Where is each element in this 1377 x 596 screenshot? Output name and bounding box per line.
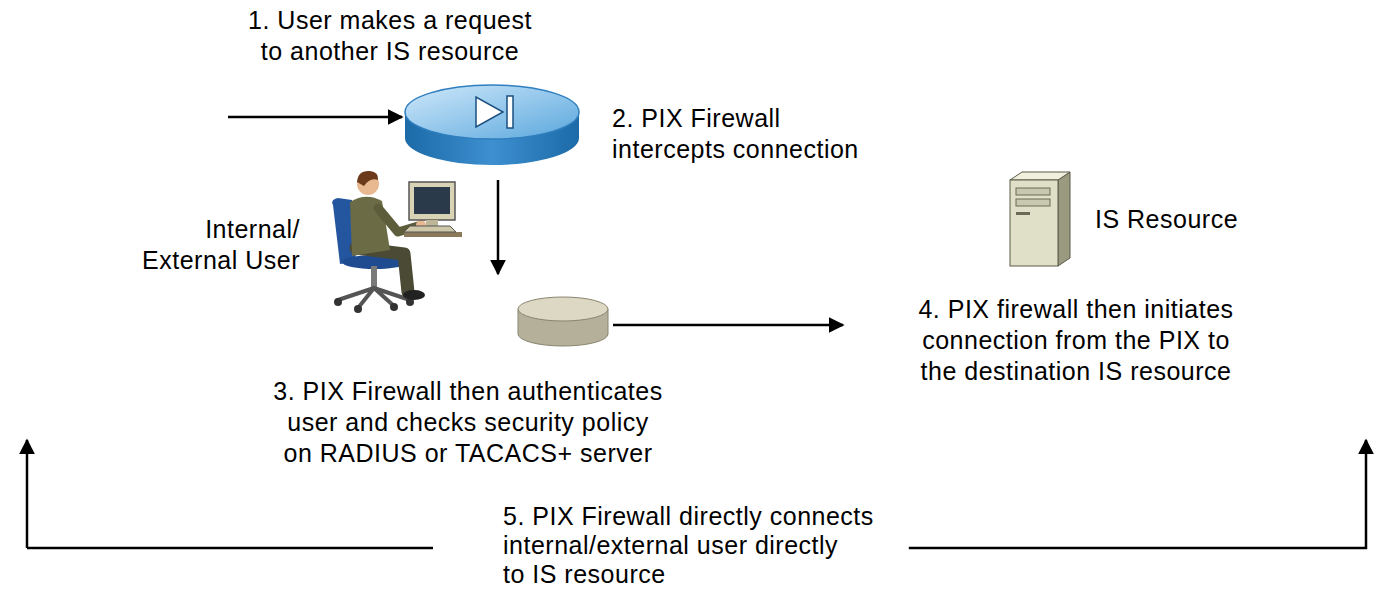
text-line: 3. PIX Firewall then authenticates bbox=[273, 376, 662, 407]
text-line: IS Resource bbox=[1095, 204, 1238, 235]
text-line: 4. PIX firewall then initiates bbox=[918, 294, 1233, 325]
user-figure-part bbox=[356, 248, 408, 292]
connector-arrow bbox=[613, 325, 843, 326]
user-figure bbox=[332, 171, 462, 313]
user-figure-part bbox=[338, 288, 410, 308]
user-figure-part bbox=[409, 182, 455, 220]
step-caption: 1. User makes a request to another IS re… bbox=[248, 5, 532, 67]
user-figure-part bbox=[357, 171, 378, 186]
step-caption: 3. PIX Firewall then authenticates user … bbox=[273, 376, 662, 469]
text-line: 1. User makes a request bbox=[248, 5, 532, 36]
text-line: intercepts connection bbox=[612, 134, 859, 165]
firewall-icon-part bbox=[476, 97, 503, 127]
firewall-node: 2. PIX Firewall intercepts connection bbox=[405, 85, 580, 165]
user-figure-part bbox=[403, 290, 425, 300]
step-caption: 4. PIX firewall then initiates connectio… bbox=[918, 294, 1233, 387]
server-tower-icon-part bbox=[1058, 172, 1070, 266]
text-line: on RADIUS or TACACS+ server bbox=[273, 438, 662, 469]
text-line: internal/external user directly bbox=[503, 531, 874, 560]
is-resource-node: IS Resource4. PIX firewall then initiate… bbox=[1008, 170, 1074, 268]
firewall-icon bbox=[405, 85, 579, 165]
user-node: Internal/ External User bbox=[325, 168, 465, 315]
text-line: 5. PIX Firewall directly connects bbox=[503, 502, 874, 531]
text-line: 2. PIX Firewall bbox=[612, 103, 859, 134]
server-tower-icon bbox=[1010, 172, 1070, 266]
connector-line bbox=[497, 180, 500, 274]
firewall-icon-part bbox=[405, 85, 579, 139]
server-tower-icon-part bbox=[1016, 199, 1050, 206]
text-line: user and checks security policy bbox=[273, 407, 662, 438]
user-figure-part bbox=[426, 220, 438, 226]
user-figure-part bbox=[414, 187, 450, 214]
connector-arrow bbox=[498, 180, 499, 274]
text-line: connection from the PIX to bbox=[918, 325, 1233, 356]
request-arrow-part bbox=[228, 116, 402, 119]
user-figure-part bbox=[404, 232, 462, 237]
connector-line bbox=[26, 440, 29, 548]
step-caption: 2. PIX Firewall intercepts connection bbox=[612, 103, 859, 165]
resource-caption: IS Resource bbox=[1095, 204, 1238, 235]
text-line: to IS resource bbox=[503, 560, 874, 589]
server-tower-icon-part bbox=[1016, 212, 1030, 215]
text-line: to another IS resource bbox=[248, 36, 532, 67]
aaa-server-icon bbox=[518, 297, 608, 346]
user-figure-part bbox=[334, 298, 342, 306]
server-tower-icon-part bbox=[1016, 188, 1050, 195]
aaa-server-icon-part bbox=[518, 297, 608, 321]
connector-label: 5. PIX Firewall directly connects intern… bbox=[503, 502, 874, 589]
text-line: Internal/ bbox=[142, 214, 300, 245]
text-line: the destination IS resource bbox=[918, 356, 1233, 387]
request-arrow bbox=[228, 117, 402, 118]
server-tower-icon-part bbox=[1010, 172, 1070, 180]
connector-line bbox=[909, 440, 1366, 548]
user-figure-part bbox=[404, 226, 456, 232]
user-figure-part bbox=[354, 305, 362, 313]
firewall-icon-part bbox=[507, 96, 513, 128]
text-line: External User bbox=[142, 245, 300, 276]
user-figure-part bbox=[371, 266, 377, 288]
user-figure-part bbox=[350, 197, 390, 256]
server-tower-icon-part bbox=[1010, 180, 1058, 266]
connector-line bbox=[27, 547, 433, 550]
connector-line bbox=[613, 324, 843, 327]
user-caption: Internal/ External User bbox=[142, 214, 300, 276]
user-figure-part bbox=[390, 303, 398, 311]
aaa-server-node: 3. PIX Firewall then authenticates user … bbox=[518, 296, 610, 348]
